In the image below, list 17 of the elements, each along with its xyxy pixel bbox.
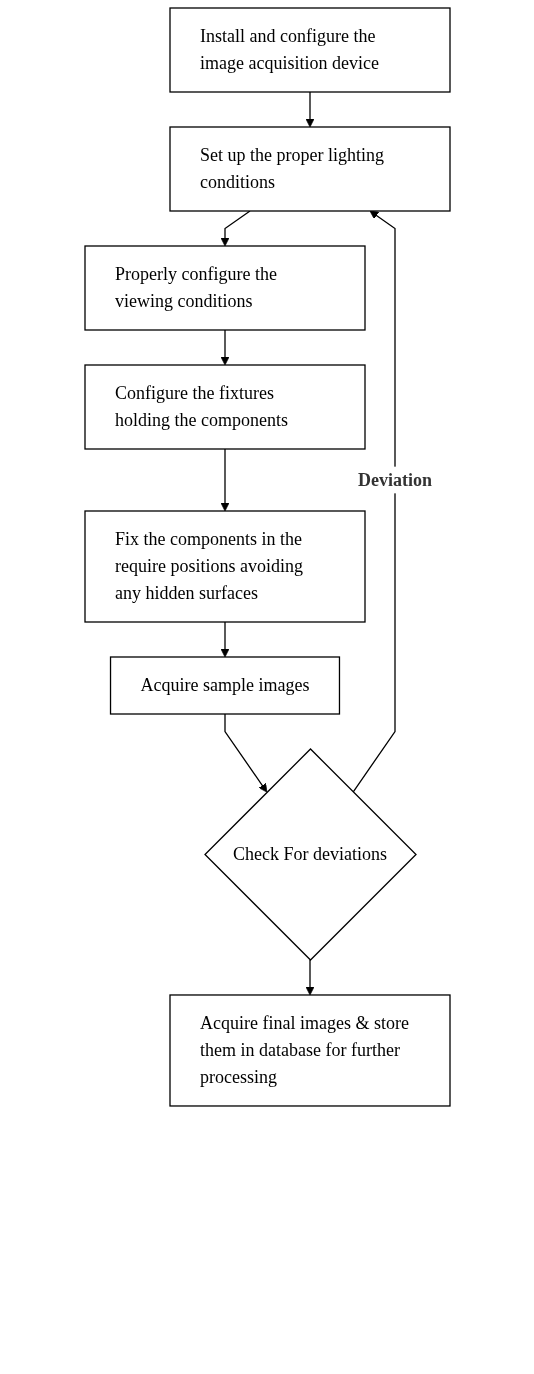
arrow — [220, 329, 229, 366]
edge-label: Deviation — [357, 469, 432, 490]
node-box: Fix the components in the require positions avoiding any hidden surfaces — [83, 510, 366, 623]
node-box: Set up the proper lighting conditions — [168, 126, 451, 212]
arrow — [220, 448, 229, 512]
arrow — [220, 210, 251, 247]
arrow — [223, 713, 267, 793]
arrow — [351, 210, 396, 793]
node-diamond: Check For deviations — [203, 748, 417, 961]
arrow — [220, 621, 229, 658]
node-box: Properly configure the viewing conditions — [83, 245, 366, 331]
node-box: Configure the fixtures holding the components — [83, 364, 366, 450]
arrow — [305, 959, 314, 996]
node-box: Install and configure the image acquisition device — [168, 7, 451, 93]
arrow — [305, 91, 314, 128]
node-box: Acquire final images & store them in database for further processing — [168, 994, 451, 1107]
node-box: Acquire sample images — [109, 656, 340, 715]
